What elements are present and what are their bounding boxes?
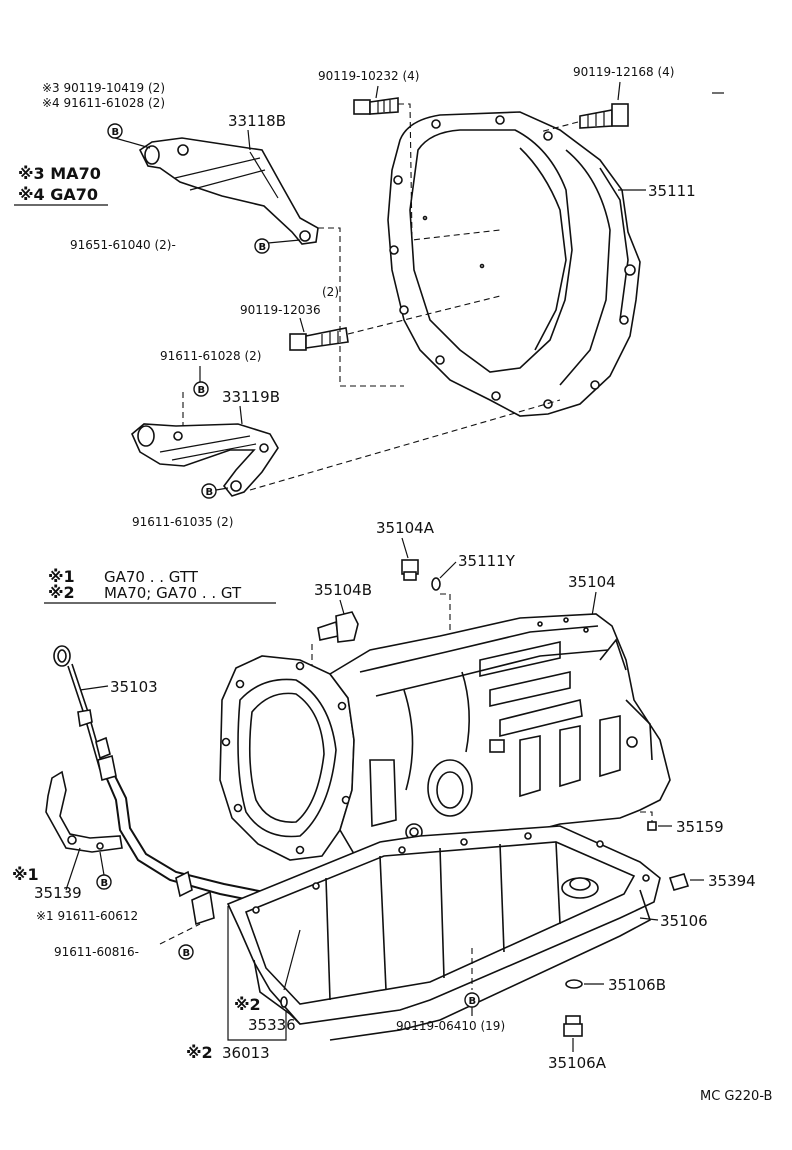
badge-b-5: B (96, 874, 112, 890)
label-35104B: 35104B (314, 581, 372, 599)
bracket-36013 (227, 906, 287, 1041)
label-33118B: 33118B (228, 112, 286, 130)
dash-bolt-12036 (347, 295, 501, 335)
legend-1-text: GA70 . . GTT (104, 568, 199, 586)
bracket-33119B-drawing (131, 423, 279, 497)
dash-bracket-33118B (318, 227, 404, 387)
svg-text:B: B (198, 385, 206, 396)
bracket-33118B-drawing (138, 137, 319, 245)
part-35394 (668, 873, 690, 891)
label-35104A: 35104A (376, 519, 435, 537)
svg-text:B: B (259, 242, 267, 253)
label-36013: 36013 (222, 1044, 270, 1062)
leader-35103 (79, 685, 109, 691)
leader-badge-b-5 (99, 851, 105, 876)
label-91611-61028: 91611-61028 (2) (160, 349, 262, 363)
label-35103: 35103 (110, 678, 158, 696)
part-35159 (647, 821, 657, 831)
oring-35336 (280, 996, 288, 1008)
oring-35111Y (431, 577, 441, 591)
legend-3-ma70: ※3 MA70 (18, 164, 101, 183)
label-35336-mark: ※2 (234, 995, 261, 1014)
gasket-35106B (565, 979, 583, 989)
leader-35104A (401, 537, 409, 559)
label-90119-12036: 90119-12036 (240, 303, 321, 317)
dash-91611-60816 (159, 923, 201, 945)
oil-pan-35106-drawing (226, 825, 661, 1041)
label-91611-60816: 91611-60816- (54, 945, 139, 959)
badge-b-3: B (193, 381, 209, 397)
svg-text:B: B (101, 878, 109, 889)
label-35139-mark: ※1 (12, 865, 39, 884)
tube-bracket-35139 (45, 770, 123, 853)
fitting-35104B (317, 611, 359, 643)
bolt-90119-12168 (579, 103, 629, 129)
leader-90119-12036 (299, 317, 305, 333)
svg-text:B: B (206, 487, 214, 498)
badge-b-1: B (107, 123, 123, 139)
legend-4-ga70: ※4 GA70 (18, 185, 98, 204)
label-90119-12036-qty: (2) (322, 285, 339, 299)
svg-text:B: B (112, 127, 120, 138)
svg-text:B: B (183, 948, 191, 959)
leader-35104B (339, 599, 345, 615)
transmission-case-35104-drawing (219, 613, 671, 865)
note-4-bolt: ※4 91611-61028 (2) (42, 96, 165, 110)
leader-90119-12168 (617, 81, 621, 101)
leader-35104 (591, 591, 597, 617)
label-91611-61035: 91611-61035 (2) (132, 515, 234, 529)
leader-90119-10232 (375, 85, 379, 99)
leader-33118B (247, 129, 251, 151)
legend-2-text: MA70; GA70 . . GT (104, 584, 242, 602)
bell-housing-35111-drawing (387, 111, 641, 417)
plug-35104A (401, 559, 419, 581)
badge-b-2: B (254, 238, 270, 254)
dash-35111Y (440, 593, 451, 636)
dipstick-35103 (53, 645, 111, 771)
leader-badge-b-4 (215, 487, 229, 491)
label-35111: 35111 (648, 182, 696, 200)
bolt-90119-12036 (289, 327, 349, 351)
leader-35336-up (283, 929, 301, 991)
legend-1-mark: ※1 (48, 567, 75, 586)
label-35106: 35106 (660, 912, 708, 930)
label-35336: 35336 (248, 1016, 296, 1034)
leader-badge-b-1 (114, 137, 151, 149)
figure-code: MC G220-B (700, 1089, 772, 1104)
label-35106B: 35106B (608, 976, 666, 994)
label-35139: 35139 (34, 884, 82, 902)
label-35104: 35104 (568, 573, 616, 591)
label-35106A: 35106A (548, 1054, 607, 1072)
label-90119-10232: 90119-10232 (4) (318, 69, 420, 83)
dash-bolt-10232 (398, 103, 501, 241)
bolt-90119-10232 (353, 97, 399, 115)
label-35394: 35394 (708, 872, 756, 890)
leader-91651 (267, 239, 301, 244)
label-36013-mark: ※2 (186, 1043, 213, 1062)
label-33119B: 33119B (222, 388, 280, 406)
label-35111Y: 35111Y (458, 552, 516, 570)
dash-33119B-housing (249, 399, 561, 491)
label-35159: 35159 (676, 818, 724, 836)
svg-text:B: B (469, 996, 477, 1007)
leader-35139 (65, 847, 81, 891)
dash-bolt-12168 (539, 121, 579, 133)
leader-35106 (639, 917, 659, 921)
legend-2-mark: ※2 (48, 583, 75, 602)
badge-b-7: B (464, 992, 480, 1008)
label-90119-06410: 90119-06410 (19) (396, 1019, 505, 1033)
label-91611-60612: ※1 91611-60612 (36, 909, 138, 923)
leader-35111Y (439, 561, 457, 579)
label-90119-12168: 90119-12168 (4) (573, 65, 675, 79)
note-3-bolt: ※3 90119-10419 (2) (42, 81, 165, 95)
drain-plug-35106A (563, 1015, 583, 1037)
label-91651-61040: 91651-61040 (2)- (70, 238, 176, 252)
leader-33119B (239, 405, 243, 425)
badge-b-6: B (178, 944, 194, 960)
badge-b-4: B (201, 483, 217, 499)
